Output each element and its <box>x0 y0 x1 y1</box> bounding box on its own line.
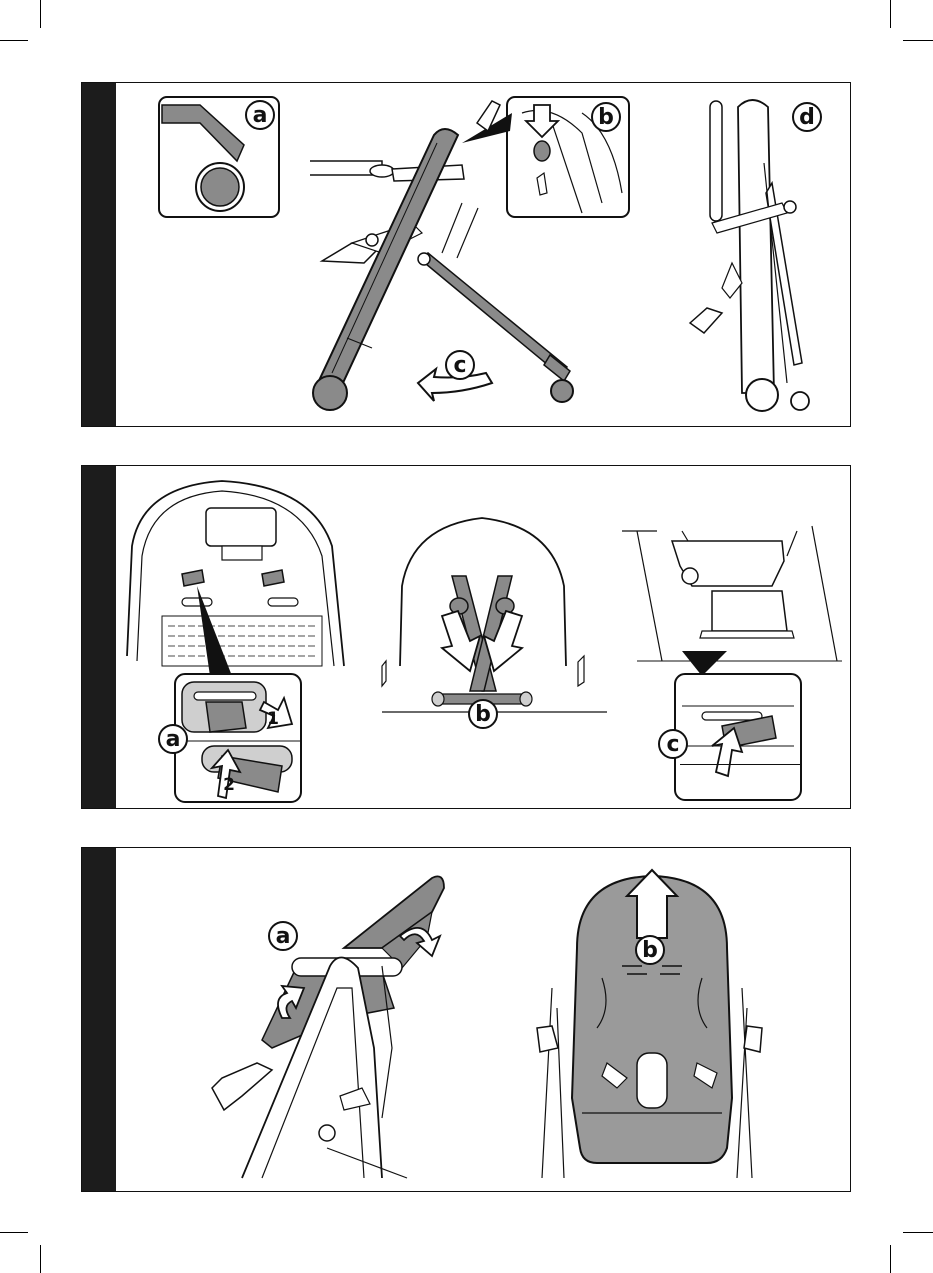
harness-step-panel: a b c 1 2 <box>81 465 851 809</box>
folding-step-panel: a b c d <box>81 82 851 427</box>
callout-b: b <box>636 936 664 964</box>
step-1-label: 1 <box>267 709 279 729</box>
svg-text:b: b <box>642 938 658 963</box>
crop-mark <box>40 0 41 28</box>
panel1-callouts: a b c d <box>82 83 851 427</box>
crop-mark <box>0 40 28 41</box>
crop-mark <box>40 1245 41 1273</box>
callout-a: a <box>246 101 274 129</box>
svg-text:c: c <box>453 353 466 378</box>
callout-a: a <box>269 922 297 950</box>
crop-mark <box>890 0 891 28</box>
step-2-label: 2 <box>223 775 235 795</box>
panel3-callouts: a b <box>82 848 851 1192</box>
callout-c: c <box>446 351 474 379</box>
crop-mark <box>903 40 933 41</box>
svg-text:b: b <box>475 702 491 727</box>
crop-mark <box>890 1245 891 1273</box>
svg-text:d: d <box>799 105 815 130</box>
callout-d: d <box>793 103 821 131</box>
svg-text:1: 1 <box>267 709 279 729</box>
svg-text:a: a <box>276 924 291 949</box>
callout-a: a <box>159 725 187 753</box>
callout-b: b <box>592 103 620 131</box>
callout-b: b <box>469 700 497 728</box>
panel2-callouts: a b c 1 2 <box>82 466 851 809</box>
svg-text:2: 2 <box>223 775 235 795</box>
crop-mark <box>0 1232 28 1233</box>
cover-removal-step-panel: a b <box>81 847 851 1192</box>
svg-text:a: a <box>253 103 268 128</box>
svg-text:c: c <box>666 732 679 757</box>
callout-c: c <box>659 730 687 758</box>
svg-text:a: a <box>166 727 181 752</box>
crop-mark <box>903 1232 933 1233</box>
svg-text:b: b <box>598 105 614 130</box>
